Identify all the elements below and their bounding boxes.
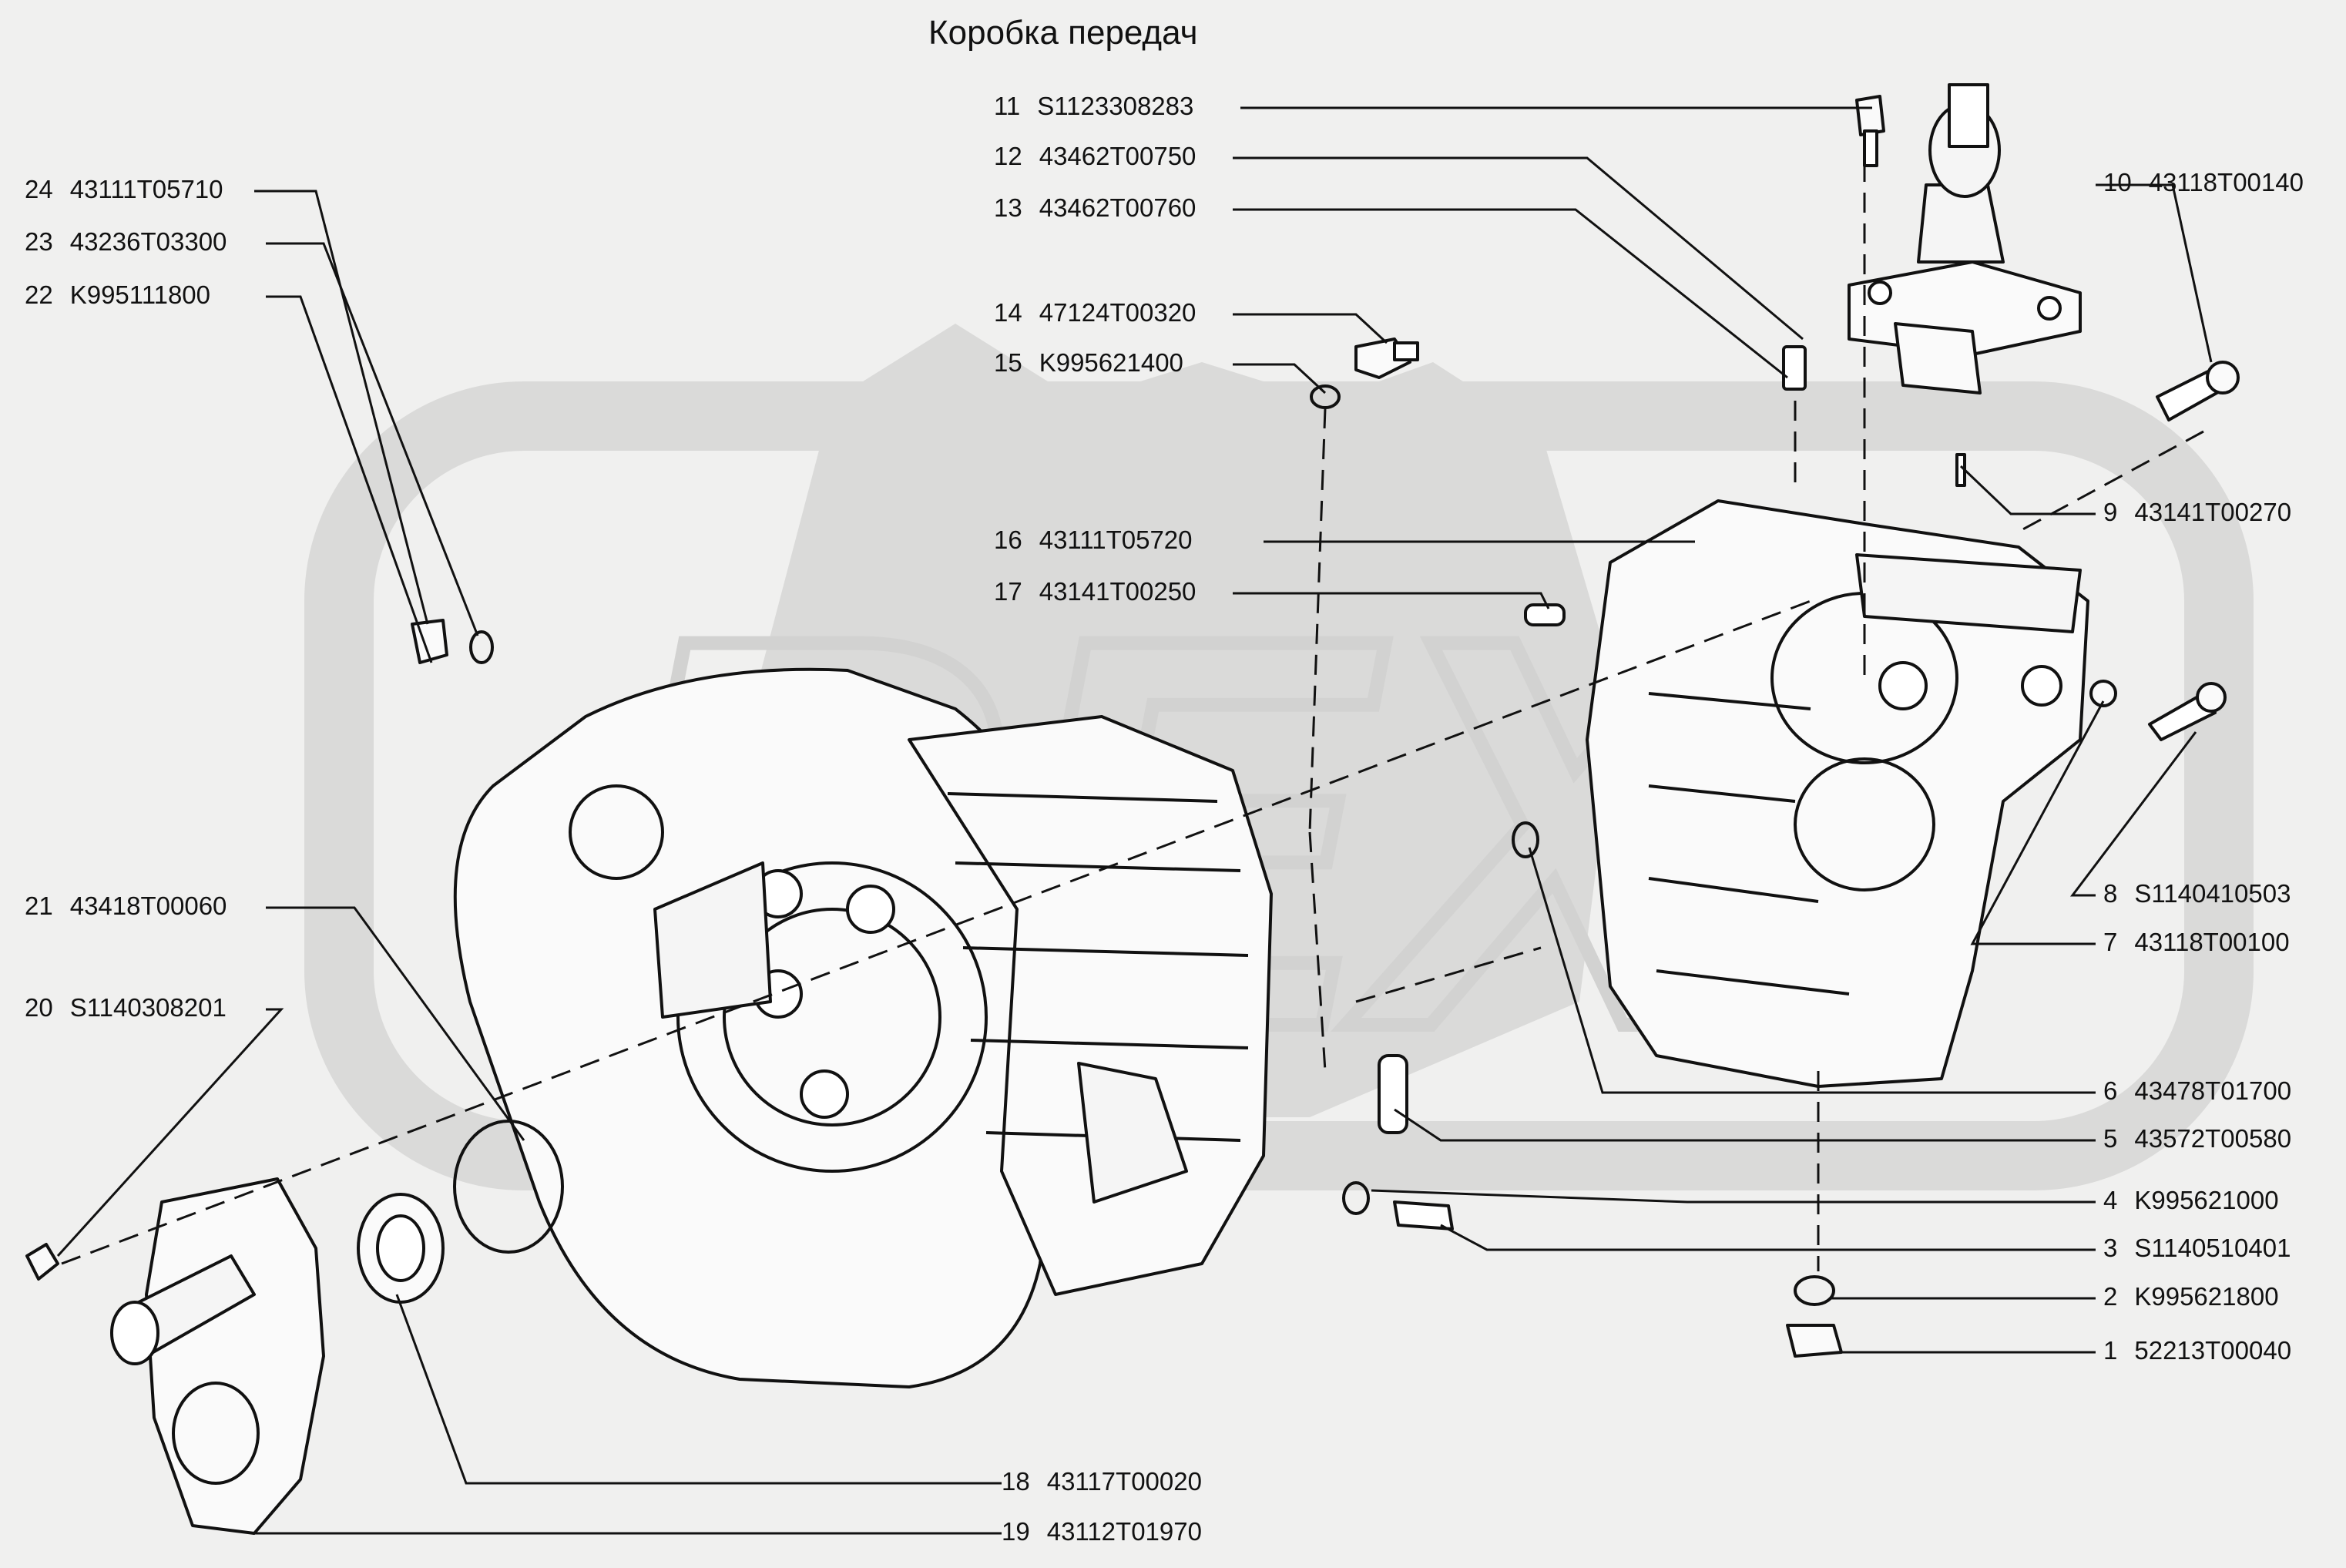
leader-lines <box>56 106 2213 1535</box>
gearshift-tower <box>1848 83 2082 395</box>
clutch-housing <box>453 667 1076 1388</box>
rear-extension-housing <box>1586 499 2089 1088</box>
watermark-frame <box>304 381 2254 1190</box>
parts-drawing <box>25 83 2240 1535</box>
front-cover <box>110 1177 325 1535</box>
gearbox-case <box>908 715 1273 1296</box>
assembly-axes <box>61 162 2204 1271</box>
oil-seal-ring <box>357 1193 445 1304</box>
page-title: Коробка передач <box>928 14 1198 52</box>
